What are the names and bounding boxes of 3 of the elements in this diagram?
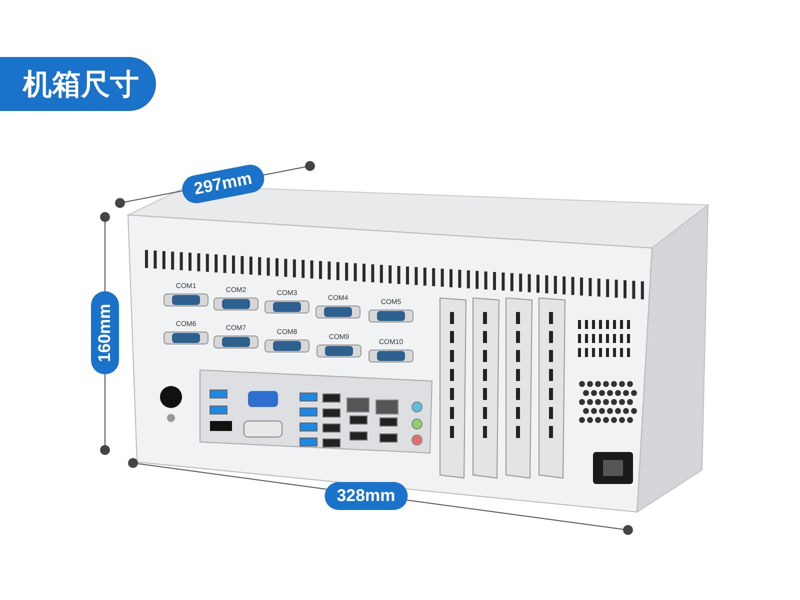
dimension-label: 160mm — [91, 292, 119, 374]
section-heading: 机箱尺寸 — [0, 57, 156, 111]
dimension-label: 328mm — [324, 482, 408, 510]
